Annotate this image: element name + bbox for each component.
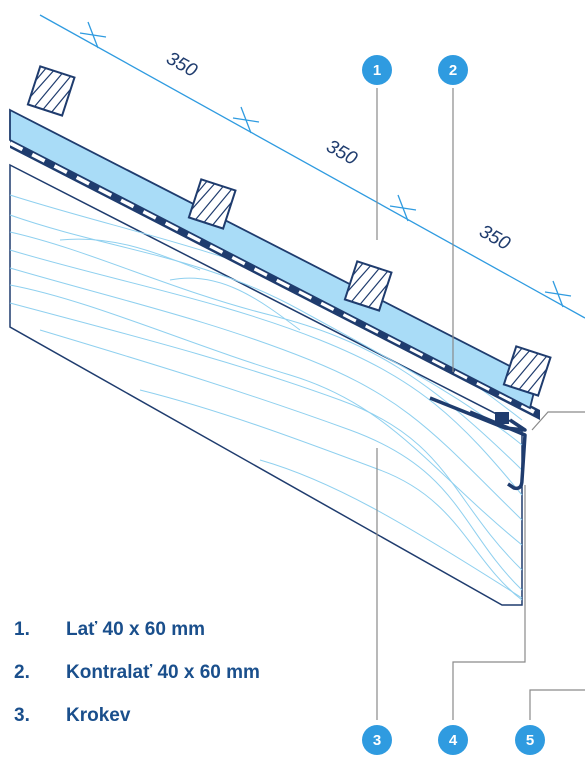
legend-label: Lať 40 x 60 mm [66, 619, 206, 640]
legend-label: Krokev [66, 705, 131, 726]
legend-item: 1. Lať 40 x 60 mm [14, 616, 260, 644]
legend-item: 3. Krokev [14, 702, 260, 730]
batten [343, 260, 393, 312]
svg-text:5: 5 [526, 732, 534, 749]
eave-flashing [429, 396, 527, 491]
callout-badge-2: 2 [438, 55, 468, 85]
batten [502, 345, 552, 397]
legend: 1. Lať 40 x 60 mm 2. Kontralať 40 x 60 m… [14, 616, 260, 745]
batten [187, 178, 237, 230]
legend-number: 3. [14, 705, 30, 726]
callout-badge-1: 1 [362, 55, 392, 85]
callout-badge-3: 3 [362, 725, 392, 755]
legend-item: 2. Kontralať 40 x 60 mm [14, 659, 260, 687]
svg-text:2: 2 [449, 62, 457, 79]
eave-flashing-clip [495, 412, 509, 424]
batten [26, 65, 76, 117]
svg-text:1: 1 [373, 62, 381, 79]
dimension-label: 350 [476, 221, 514, 255]
legend-number: 2. [14, 662, 30, 683]
callout-badge-4: 4 [438, 725, 468, 755]
dimension-label: 350 [163, 48, 201, 82]
svg-text:4: 4 [449, 732, 458, 749]
leader-lines [376, 88, 585, 720]
svg-text:3: 3 [373, 732, 381, 749]
legend-number: 1. [14, 619, 30, 640]
dimension-line [39, 14, 585, 319]
callout-badge-5: 5 [515, 725, 545, 755]
dimension-label: 350 [323, 136, 361, 170]
rafter [9, 163, 523, 606]
legend-label: Kontralať 40 x 60 mm [66, 662, 260, 683]
